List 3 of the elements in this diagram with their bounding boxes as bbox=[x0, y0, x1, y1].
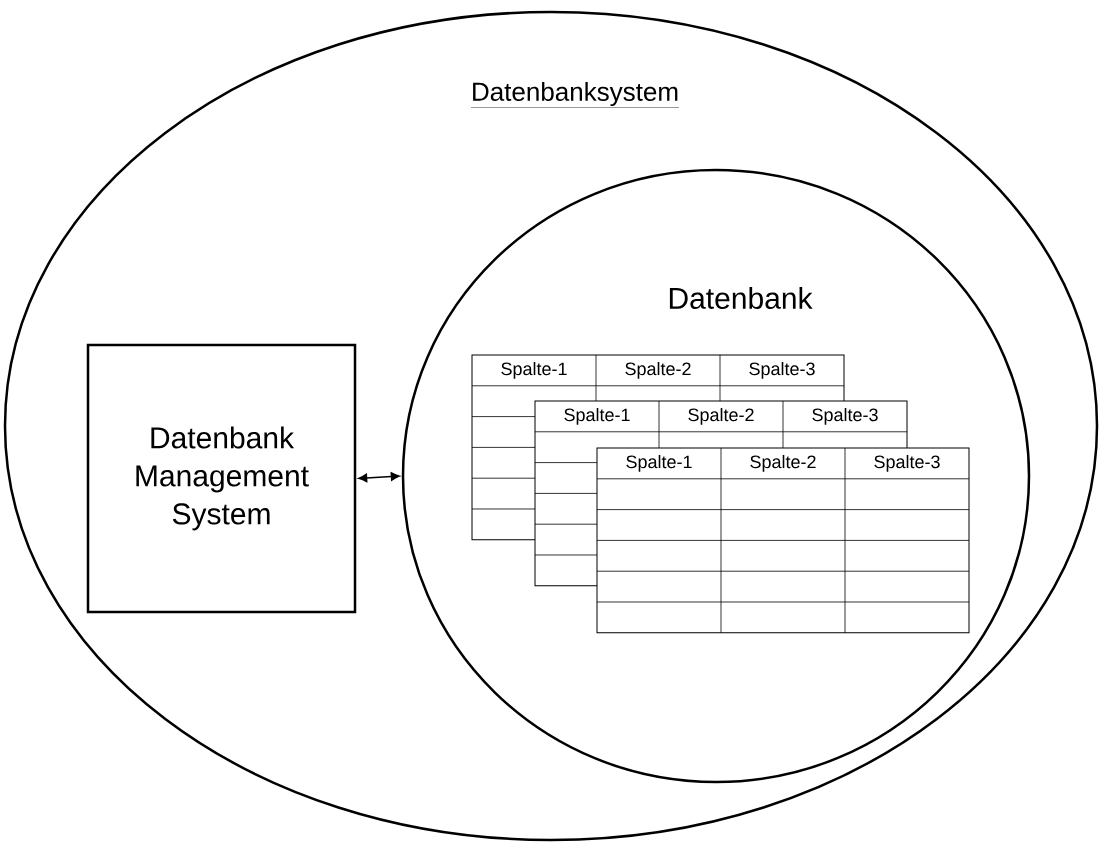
table: Spalte-1 Spalte-2 Spalte-3 bbox=[596, 447, 970, 634]
process-box: Datenbank Management System bbox=[86, 343, 357, 614]
arrow bbox=[358, 472, 400, 483]
